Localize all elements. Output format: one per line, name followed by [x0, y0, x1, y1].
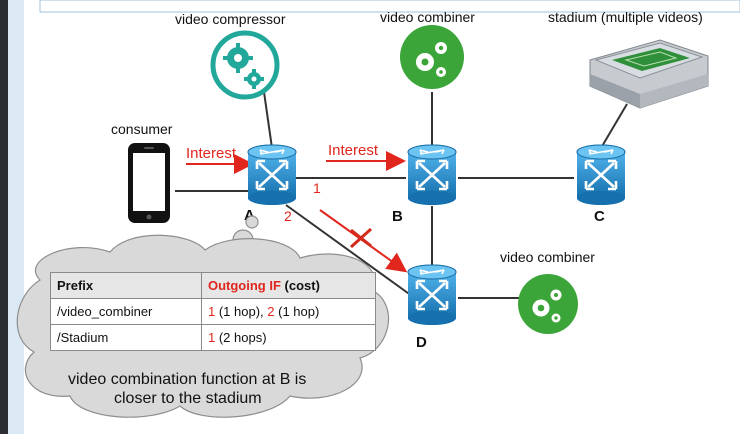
cross-icon — [349, 227, 373, 249]
node-b-label: B — [392, 208, 403, 225]
video-combiner-right-label: video combiner — [500, 249, 595, 265]
link-a-d — [285, 204, 413, 297]
header-outgoing: Outgoing IF (cost) — [200, 272, 377, 299]
gear-icon — [223, 43, 264, 89]
video-combiner-top-node — [400, 25, 464, 89]
interest-label-1: Interest — [186, 145, 237, 162]
row-outgoing: 1 (2 hops) — [200, 324, 377, 351]
video-combiner-right-node — [518, 274, 578, 334]
row-cost-b: (1 hop) — [278, 304, 320, 319]
header-prefix: Prefix — [50, 272, 202, 299]
cloud-note-line-2: closer to the stadium — [114, 390, 262, 407]
cloud-note-line-1: video combination function at B is — [68, 371, 306, 388]
header-outgoing-if: Outgoing IF — [207, 278, 281, 293]
smartphone-icon — [128, 143, 170, 223]
top-frame — [39, 0, 740, 13]
stadium-icon — [589, 39, 709, 109]
row-cost-a: (2 hops) — [218, 330, 267, 345]
interest-label-2: Interest — [328, 142, 379, 159]
table-row: /video_combiner 1 (1 hop), 2 (1 hop) — [50, 298, 377, 325]
row-if-a: 1 — [207, 304, 216, 319]
stadium-label: stadium (multiple videos) — [548, 9, 703, 25]
video-compressor-node — [210, 30, 280, 100]
consumer-label: consumer — [111, 121, 173, 137]
table-header-row: Prefix Outgoing IF (cost) — [50, 272, 377, 299]
links — [175, 77, 628, 299]
interface-1-label: 1 — [313, 180, 321, 196]
video-compressor-label: video compressor — [175, 11, 286, 27]
row-prefix: /video_combiner — [50, 298, 202, 325]
gear-icon — [532, 289, 562, 323]
table-row: /Stadium 1 (2 hops) — [50, 324, 377, 351]
row-outgoing: 1 (1 hop), 2 (1 hop) — [200, 298, 377, 325]
row-cost-a: (1 hop), — [218, 304, 264, 319]
row-if-a: 1 — [207, 330, 216, 345]
node-d-label: D — [416, 334, 427, 351]
header-cost: (cost) — [284, 278, 320, 293]
video-combiner-top-label: video combiner — [380, 9, 475, 25]
node-c-label: C — [594, 208, 605, 225]
row-if-b: 2 — [267, 304, 275, 319]
router-icon — [406, 263, 458, 326]
node-a-label: A — [244, 207, 255, 224]
interface-2-label: 2 — [284, 208, 292, 224]
forwarding-table: Prefix Outgoing IF (cost) /video_combine… — [50, 272, 377, 351]
row-prefix: /Stadium — [50, 324, 202, 351]
gear-icon — [416, 42, 447, 77]
link-c-stadium — [600, 103, 628, 149]
router-icon — [406, 143, 458, 206]
left-edge-dark — [0, 0, 8, 434]
router-icon — [246, 143, 298, 206]
router-icon — [575, 143, 627, 206]
